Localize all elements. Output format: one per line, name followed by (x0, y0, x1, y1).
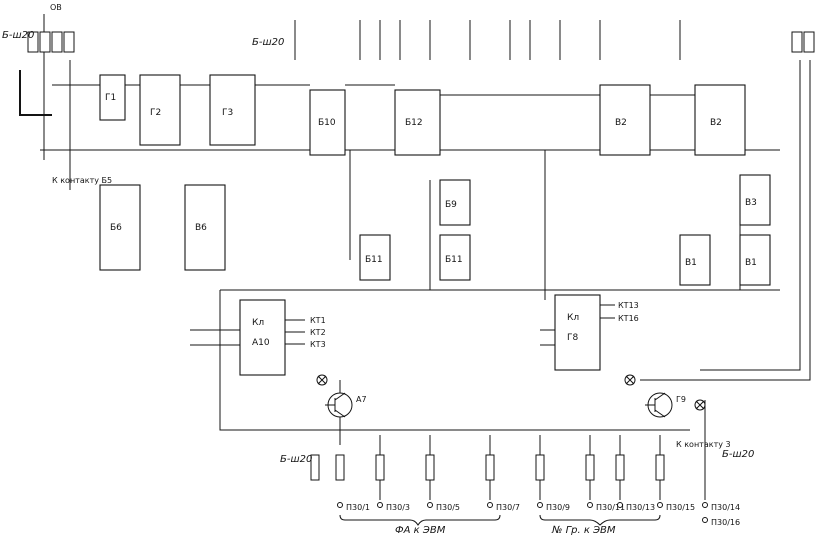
chip-b9-label: Б9 (445, 200, 457, 210)
pin-p2: П30/3 (386, 503, 410, 512)
group-brackets (339, 514, 661, 526)
pin-p3: П30/5 (436, 503, 460, 512)
bottom-pins: П30/1 П30/3 П30/5 П30/7 П30/9 П30/11 П30… (337, 502, 740, 527)
output-kt3: КТ3 (310, 340, 326, 349)
chip-v3: В3 (739, 174, 771, 226)
fa-to-evm-label: ФА к ЭВМ (395, 525, 446, 536)
lamps (316, 374, 706, 411)
pin-p4: П30/7 (496, 503, 520, 512)
gr-to-evm-label: № Гр. к ЭВМ (551, 525, 616, 536)
outputs: КТ1 КТ2 КТ3 КТ13 КТ16 (285, 301, 639, 349)
chip-v6: В6 (184, 184, 226, 271)
chip-b11a: Б11 (359, 234, 391, 281)
transistor-a7-label: А7 (356, 395, 367, 404)
chip-g3: Г3 (209, 74, 256, 146)
transistor-g9: Г9 (645, 392, 686, 418)
chip-g3-label: Г3 (222, 108, 233, 118)
chip-v3-label: В3 (745, 198, 757, 208)
chip-g2-label: Г2 (150, 108, 161, 118)
output-kt1: КТ1 (310, 316, 326, 325)
chip-b6-label: Б6 (110, 223, 122, 233)
chip-b6: Б6 (99, 184, 141, 271)
chip-g1: Г1 (99, 74, 126, 121)
chip-lower-left-label: Кл (252, 318, 264, 328)
chip-lower-right: Кл Г8 (554, 294, 601, 371)
chip-lower-right-label: Кл (567, 313, 579, 323)
chip-v1a: В1 (679, 234, 711, 286)
chip-v6-label: В6 (195, 223, 207, 233)
transistor-g9-label: Г9 (676, 395, 686, 404)
chip-b11a-label: Б11 (365, 255, 383, 265)
pin-p7: П30/13 (626, 503, 655, 512)
chip-v1a-label: В1 (685, 258, 697, 268)
bottom-resistors (310, 454, 665, 481)
output-kt13: КТ13 (618, 301, 639, 310)
pin-p6: П30/11 (596, 503, 625, 512)
chip-lower-left-name: А10 (252, 338, 270, 348)
output-kt16: КТ16 (618, 314, 639, 323)
chip-lower-right-name: Г8 (567, 333, 578, 343)
chip-b9: Б9 (439, 179, 471, 226)
chip-v2b-label: В2 (710, 118, 722, 128)
chip-lower-left: Кл А10 (239, 299, 286, 376)
chip-b12-label: Б12 (405, 118, 423, 128)
chip-b11b: Б11 (439, 234, 471, 281)
cable-left-label: Б-ш20 (2, 30, 34, 41)
connector-right (791, 31, 815, 53)
chip-b12: Б12 (394, 89, 441, 156)
connector-left (27, 31, 75, 53)
chip-g1-label: Г1 (105, 93, 116, 103)
to-contact-3-label: К контакту 3 (676, 440, 731, 449)
chip-b10: Б10 (309, 89, 346, 156)
wiring (19, 14, 811, 500)
chip-g2: Г2 (139, 74, 181, 146)
chip-b11b-label: Б11 (445, 255, 463, 265)
chip-b10-label: Б10 (318, 118, 336, 128)
pin-p9: П30/14 (711, 503, 740, 512)
chip-v1b: В1 (739, 234, 771, 286)
ob-label: ОВ (50, 3, 62, 12)
chip-v2a: В2 (599, 84, 651, 156)
transistor-a7: А7 (325, 392, 367, 418)
to-contact-b5-label: К контакту Б5 (52, 176, 112, 185)
cable-bottom-left-label: Б-ш20 (280, 454, 312, 465)
pin-p10: П30/16 (711, 518, 740, 527)
pin-p8: П30/15 (666, 503, 695, 512)
pin-p1: П30/1 (346, 503, 370, 512)
chip-v1b-label: В1 (745, 258, 757, 268)
output-kt2: КТ2 (310, 328, 326, 337)
cable-bottom-right-label: Б-ш20 (722, 449, 754, 460)
chip-v2b: В2 (694, 84, 746, 156)
pin-p5: П30/9 (546, 503, 570, 512)
cable-label-top: Б-ш20 (252, 37, 284, 48)
chip-v2a-label: В2 (615, 118, 627, 128)
